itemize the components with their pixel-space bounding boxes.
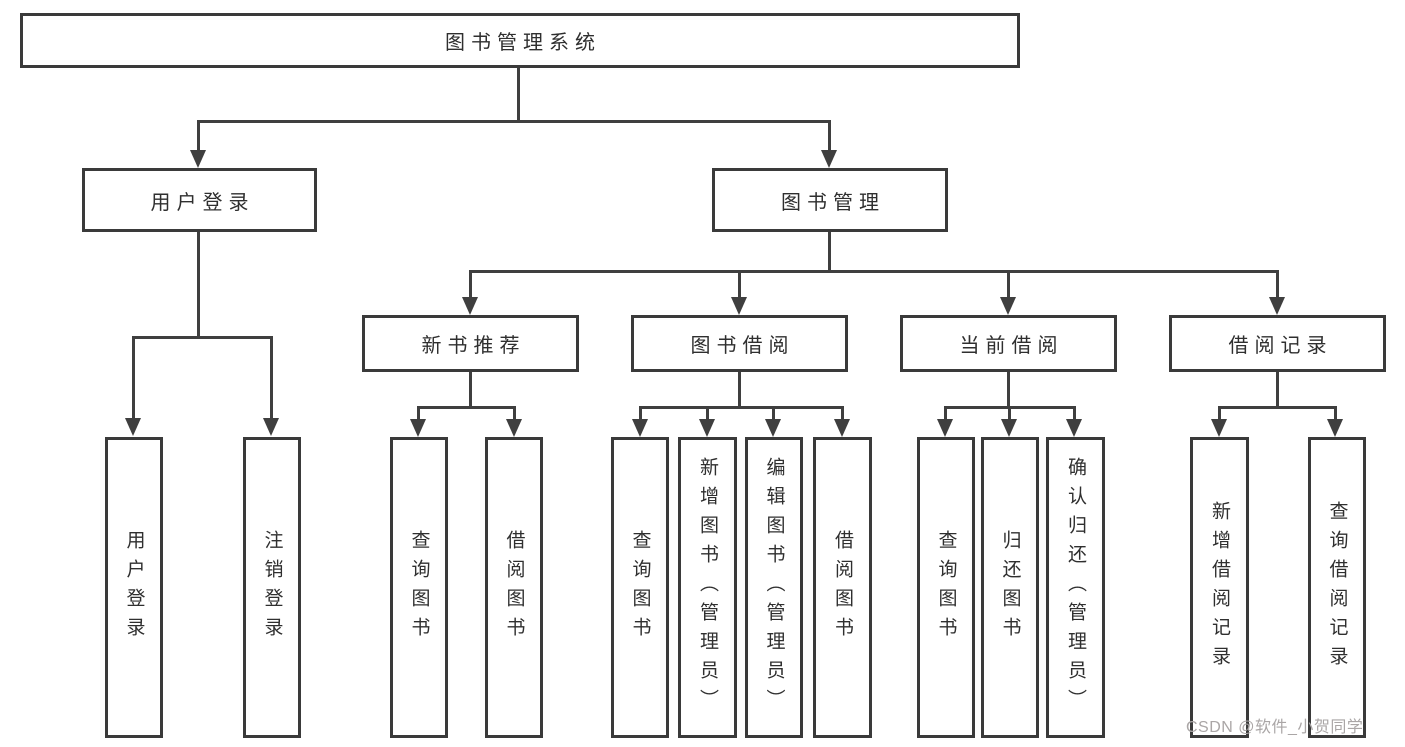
node-borrow-record-label: 借阅记录 [1228, 335, 1333, 357]
arrow-down-icon [506, 419, 522, 437]
node-leaf-edit-book: 编辑图书（管理员） [745, 437, 803, 738]
node-root: 图书管理系统 [20, 13, 1020, 68]
node-leaf-query-book-rec: 查询图书 [390, 437, 448, 738]
node-book-borrow-label: 图书借阅 [690, 335, 795, 357]
node-leaf-add-book-label: 新增图书（管理员） [697, 457, 718, 718]
node-book-borrow: 图书借阅 [631, 315, 848, 372]
node-user-login: 用户登录 [82, 168, 317, 232]
connector-book-borrow-stem [738, 372, 741, 406]
arrow-down-icon [410, 419, 426, 437]
node-leaf-query-book-current: 查询图书 [917, 437, 975, 738]
connector-stub [513, 406, 516, 420]
connector-root-hline [197, 120, 831, 123]
connector-stub [1008, 406, 1011, 420]
connector-stub [772, 406, 775, 420]
node-leaf-query-book-borrow: 查询图书 [611, 437, 669, 738]
node-leaf-add-record-label: 新增借阅记录 [1209, 500, 1230, 675]
connector-stub [639, 406, 642, 420]
connector-book-mgmt-stem [828, 232, 831, 270]
arrow-down-icon [1066, 419, 1082, 437]
connector-stub [1218, 406, 1221, 420]
arrow-down-icon [1327, 419, 1343, 437]
arrow-down-icon [190, 150, 206, 168]
connector-stub [417, 406, 420, 420]
connector-borrow-record-stem [1276, 372, 1279, 406]
node-leaf-add-record: 新增借阅记录 [1190, 437, 1249, 738]
node-leaf-borrow-book-rec: 借阅图书 [485, 437, 543, 738]
node-leaf-user-login-label: 用户登录 [123, 529, 145, 646]
connector-book-mgmt-hline [469, 270, 1279, 273]
connector-stub-user-login [197, 120, 200, 152]
node-leaf-edit-book-label: 编辑图书（管理员） [763, 457, 785, 718]
node-current-borrow: 当前借阅 [900, 315, 1117, 372]
node-leaf-return-book-label: 归还图书 [999, 529, 1021, 646]
arrow-down-icon [462, 297, 478, 315]
node-leaf-confirm-return-label: 确认归还（管理员） [1065, 457, 1086, 718]
connector-root-stem [517, 68, 520, 120]
connector-new-rec-stem [469, 372, 472, 406]
connector-stub [706, 406, 709, 420]
node-leaf-borrow-book-borrow: 借阅图书 [813, 437, 872, 738]
node-leaf-query-record-label: 查询借阅记录 [1326, 500, 1348, 675]
node-leaf-borrow-book-rec-label: 借阅图书 [503, 529, 525, 646]
connector-stub-new-rec [469, 270, 472, 298]
node-leaf-query-book-borrow-label: 查询图书 [629, 529, 651, 646]
connector-user-login-stem [197, 232, 200, 336]
connector-stub-leaf-user-login [132, 336, 135, 418]
arrow-down-icon [937, 419, 953, 437]
node-leaf-logout-label: 注销登录 [261, 529, 283, 646]
node-new-rec: 新书推荐 [362, 315, 579, 372]
node-leaf-add-book: 新增图书（管理员） [678, 437, 737, 738]
arrow-down-icon [821, 150, 837, 168]
arrow-down-icon [1269, 297, 1285, 315]
node-user-login-label: 用户登录 [150, 191, 255, 214]
connector-stub [944, 406, 947, 420]
connector-new-rec-hline [417, 406, 516, 409]
node-book-mgmt: 图书管理 [712, 168, 948, 232]
node-borrow-record: 借阅记录 [1169, 315, 1386, 372]
node-book-mgmt-label: 图书管理 [781, 191, 885, 214]
node-leaf-borrow-book-borrow-label: 借阅图书 [832, 529, 853, 646]
node-leaf-logout: 注销登录 [243, 437, 301, 738]
connector-stub [1334, 406, 1337, 420]
node-leaf-query-book-rec-label: 查询图书 [408, 529, 430, 646]
connector-stub-current-borrow [1007, 270, 1010, 298]
connector-book-borrow-hline [639, 406, 843, 409]
arrow-down-icon [731, 297, 747, 315]
connector-stub-borrow-record [1276, 270, 1279, 298]
watermark: CSDN @软件_小贺同学 [1186, 719, 1364, 736]
connector-user-login-hline [132, 336, 273, 339]
arrow-down-icon [1001, 419, 1017, 437]
connector-current-borrow-stem [1007, 372, 1010, 406]
connector-stub-book-mgmt [828, 120, 831, 152]
node-leaf-query-record: 查询借阅记录 [1308, 437, 1366, 738]
arrow-down-icon [632, 419, 648, 437]
arrow-down-icon [125, 418, 141, 436]
node-leaf-user-login: 用户登录 [105, 437, 163, 738]
node-leaf-query-book-current-label: 查询图书 [935, 529, 957, 646]
node-current-borrow-label: 当前借阅 [959, 335, 1064, 357]
node-new-rec-label: 新书推荐 [421, 335, 526, 357]
node-root-label: 图书管理系统 [445, 32, 601, 54]
arrow-down-icon [1211, 419, 1227, 437]
node-leaf-return-book: 归还图书 [981, 437, 1039, 738]
arrow-down-icon [1000, 297, 1016, 315]
arrow-down-icon [699, 419, 715, 437]
connector-stub-leaf-logout [270, 336, 273, 418]
connector-stub [1073, 406, 1076, 420]
connector-stub [841, 406, 844, 420]
arrow-down-icon [765, 419, 781, 437]
arrow-down-icon [263, 418, 279, 436]
connector-borrow-record-hline [1218, 406, 1337, 409]
node-leaf-confirm-return: 确认归还（管理员） [1046, 437, 1105, 738]
arrow-down-icon [834, 419, 850, 437]
connector-stub-book-borrow [738, 270, 741, 298]
